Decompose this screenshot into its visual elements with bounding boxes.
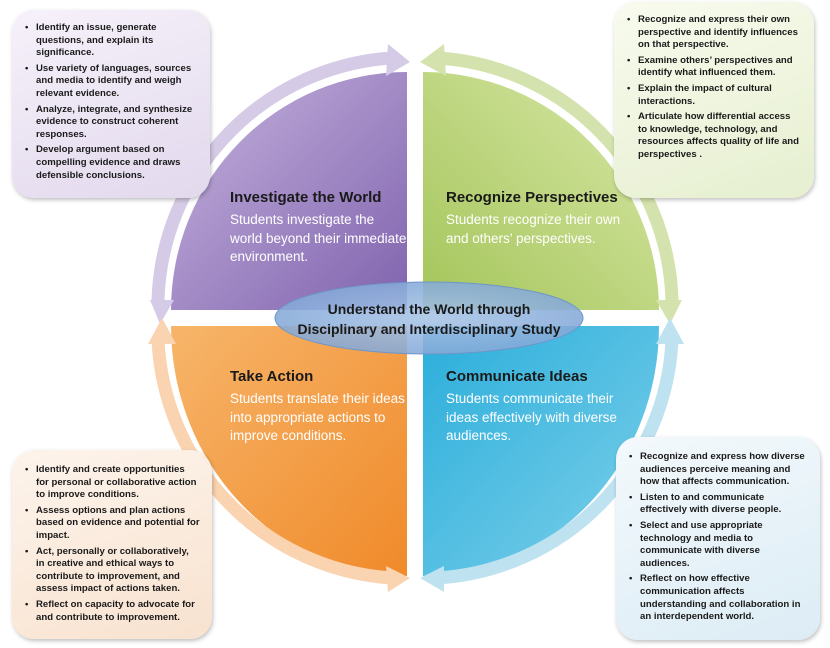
quadrant-communicate (423, 326, 659, 576)
quadrant-investigate-body: Students investigate the world beyond th… (230, 212, 407, 264)
center-label-line2: Disciplinary and Interdisciplinary Study (297, 321, 561, 337)
communicate-detail-item: Select and use appropriate technology an… (629, 520, 808, 570)
arrowhead-communicate-top-icon (656, 318, 684, 344)
quadrant-communicate-title: Communicate Ideas (446, 368, 588, 385)
quadrant-investigate-text: Investigate the World Students investiga… (230, 189, 410, 267)
action-detail-item: Act, personally or collaboratively, in c… (25, 546, 200, 596)
action-details-box: Identify and create opportunities for pe… (12, 450, 212, 639)
action-details-list: Identify and create opportunities for pe… (22, 464, 200, 624)
quadrant-investigate-title: Investigate the World (230, 189, 382, 206)
action-detail-item: Reflect on capacity to advocate for and … (25, 599, 200, 624)
action-detail-item: Assess options and plan actions based on… (25, 505, 200, 543)
investigate-details-list: Identify an issue, generate questions, a… (22, 22, 198, 182)
recognize-detail-item: Recognize and express their own perspect… (627, 14, 802, 52)
arrowhead-investigate-icon (150, 300, 174, 324)
action-detail-item: Identify and create opportunities for pe… (25, 464, 200, 502)
quadrant-communicate-body: Students communicate their ideas effecti… (446, 391, 617, 443)
arrowhead-action-icon (148, 318, 176, 344)
quadrant-recognize-text: Recognize Perspectives Students recogniz… (446, 189, 636, 248)
quadrant-action-text: Take Action Students translate their ide… (230, 368, 410, 446)
recognize-details-box: Recognize and express their own perspect… (614, 2, 814, 198)
quadrant-recognize-title: Recognize Perspectives (446, 189, 618, 206)
center-ellipse (274, 281, 584, 355)
communicate-detail-item: Reflect on how effective communication a… (629, 573, 808, 623)
communicate-details-list: Recognize and express how diverse audien… (626, 451, 808, 624)
recognize-details-list: Recognize and express their own perspect… (624, 14, 802, 162)
arrowhead-communicate-icon (420, 566, 444, 592)
center-label: Understand the World through Disciplinar… (276, 282, 582, 356)
center-label-line1: Understand the World through (327, 301, 531, 317)
communicate-detail-item: Listen to and communicate effectively wi… (629, 492, 808, 517)
investigate-details-box: Identify an issue, generate questions, a… (12, 10, 210, 198)
investigate-detail-item: Identify an issue, generate questions, a… (25, 22, 198, 60)
quadrant-recognize (423, 72, 659, 310)
investigate-detail-item: Analyze, integrate, and synthesize evide… (25, 104, 198, 142)
arrow-investigate (151, 51, 399, 307)
arrowhead-action-bottom-icon (386, 566, 410, 592)
communicate-detail-item: Recognize and express how diverse audien… (629, 451, 808, 489)
arrowhead-recognize-bottom-icon (656, 300, 682, 324)
quadrant-communicate-text: Communicate Ideas Students communicate t… (446, 368, 626, 446)
communicate-details-box: Recognize and express how diverse audien… (616, 437, 820, 640)
arrow-communicate (431, 333, 679, 585)
recognize-detail-item: Examine others’ perspectives and identif… (627, 55, 802, 80)
arrow-action (151, 333, 399, 585)
quadrant-recognize-body: Students recognize their own and others’… (446, 212, 621, 246)
arrowhead-recognize-icon (420, 44, 446, 76)
arrow-recognize (431, 51, 679, 307)
investigate-detail-item: Develop argument based on compelling evi… (25, 144, 198, 182)
quadrant-action (171, 326, 407, 576)
investigate-detail-item: Use variety of languages, sources and me… (25, 63, 198, 101)
recognize-detail-item: Articulate how differential access to kn… (627, 111, 802, 161)
recognize-detail-item: Explain the impact of cultural interacti… (627, 83, 802, 108)
arrowhead-investigate-top-icon (386, 44, 410, 76)
quadrant-action-title: Take Action (230, 368, 314, 385)
quadrant-investigate (171, 72, 407, 310)
quadrant-action-body: Students translate their ideas into appr… (230, 391, 405, 443)
